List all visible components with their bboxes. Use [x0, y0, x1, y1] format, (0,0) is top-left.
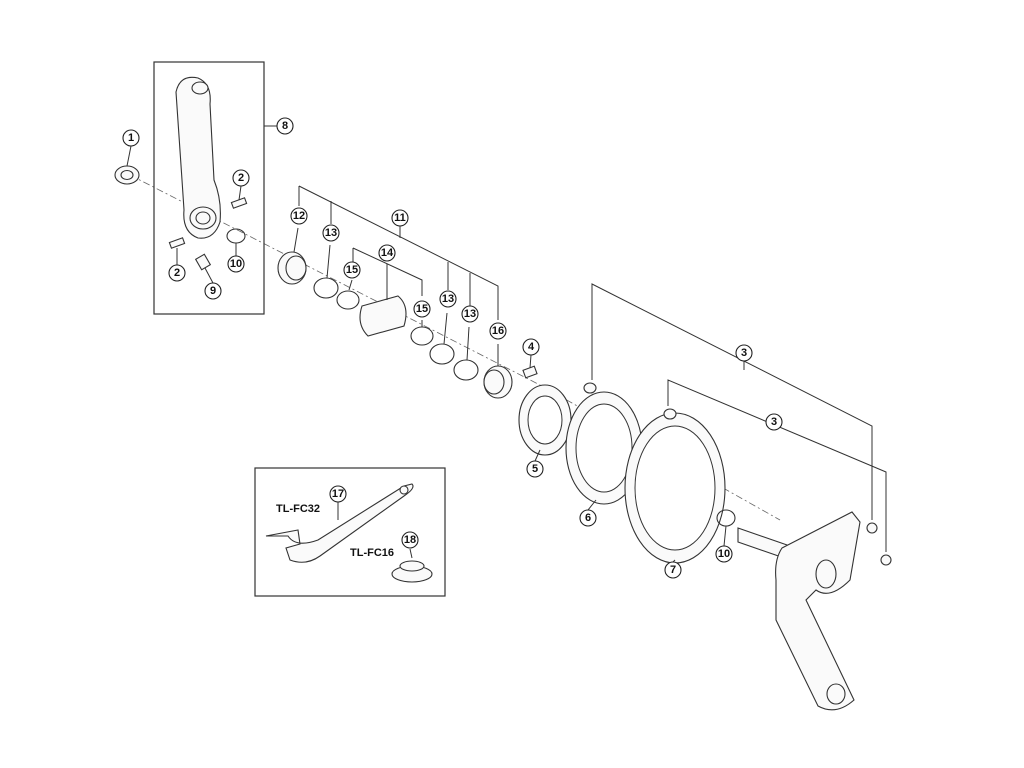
callout-4: 4 — [522, 338, 540, 356]
svg-text:3: 3 — [771, 416, 777, 428]
svg-text:2: 2 — [174, 267, 180, 279]
chainring-large — [624, 412, 726, 564]
svg-text:13: 13 — [442, 293, 454, 305]
callout-11: 11 — [391, 209, 409, 227]
callout-18: 18 — [401, 531, 419, 549]
svg-text:15: 15 — [416, 303, 428, 315]
svg-text:1: 1 — [128, 132, 134, 144]
chainring-bolt-small — [522, 365, 538, 379]
svg-text:10: 10 — [230, 258, 242, 270]
tl-fc16-tool — [391, 560, 433, 583]
callout-7: 7 — [664, 561, 682, 579]
tool-label: TL-FC16 — [350, 547, 394, 559]
svg-text:10: 10 — [718, 548, 730, 560]
right-crank-arm — [737, 511, 861, 711]
bottom-bracket-parts — [277, 251, 513, 399]
left-crank-arm — [175, 76, 221, 239]
svg-text:9: 9 — [210, 285, 216, 297]
svg-text:3: 3 — [741, 347, 747, 359]
chainring-middle — [565, 391, 643, 505]
o-ring-left — [226, 228, 246, 244]
svg-text:15: 15 — [346, 264, 358, 276]
callout-2-lower: 2 — [168, 264, 186, 282]
callout-9: 9 — [204, 282, 222, 300]
callout-1: 1 — [122, 129, 140, 147]
chainring-small — [518, 384, 572, 456]
svg-text:11: 11 — [394, 212, 406, 224]
left-crank-box — [153, 61, 265, 315]
svg-text:17: 17 — [332, 488, 344, 500]
svg-text:12: 12 — [293, 210, 305, 222]
callout-10-left: 10 — [227, 255, 245, 273]
svg-text:13: 13 — [464, 308, 476, 320]
svg-text:16: 16 — [492, 325, 504, 337]
svg-text:13: 13 — [325, 227, 337, 239]
wrench-label: TL-FC32 — [276, 503, 320, 515]
callout-10-right: 10 — [715, 545, 733, 563]
callout-6: 6 — [579, 509, 597, 527]
svg-text:7: 7 — [670, 564, 676, 576]
safety-plate — [194, 253, 212, 271]
svg-text:2: 2 — [238, 172, 244, 184]
callout-17: 17 — [329, 485, 347, 503]
svg-text:14: 14 — [381, 247, 394, 259]
tl-fc32-wrench — [265, 483, 414, 563]
svg-text:5: 5 — [532, 463, 538, 475]
callout-13-a: 13 — [322, 224, 340, 242]
callout-3-upper: 3 — [735, 344, 753, 362]
callout-8: 8 — [276, 117, 294, 135]
tool-box — [254, 467, 446, 597]
callout-13-c: 13 — [461, 305, 479, 323]
callout-15-a: 15 — [343, 261, 361, 279]
svg-text:6: 6 — [585, 512, 591, 524]
callout-13-b: 13 — [439, 290, 457, 308]
callout-5: 5 — [526, 460, 544, 478]
svg-text:8: 8 — [282, 120, 288, 132]
callout-15-b: 15 — [413, 300, 431, 318]
chainring-bolts — [583, 382, 892, 566]
callout-2-upper: 2 — [232, 169, 250, 187]
callout-16: 16 — [489, 322, 507, 340]
crank-cap — [114, 165, 140, 185]
leader-lines — [126, 125, 887, 563]
callout-14: 14 — [378, 244, 396, 262]
callout-3-lower: 3 — [765, 413, 783, 431]
callout-12: 12 — [290, 207, 308, 225]
svg-text:4: 4 — [528, 341, 535, 353]
pinch-bolts — [168, 197, 248, 249]
svg-text:18: 18 — [404, 534, 416, 546]
